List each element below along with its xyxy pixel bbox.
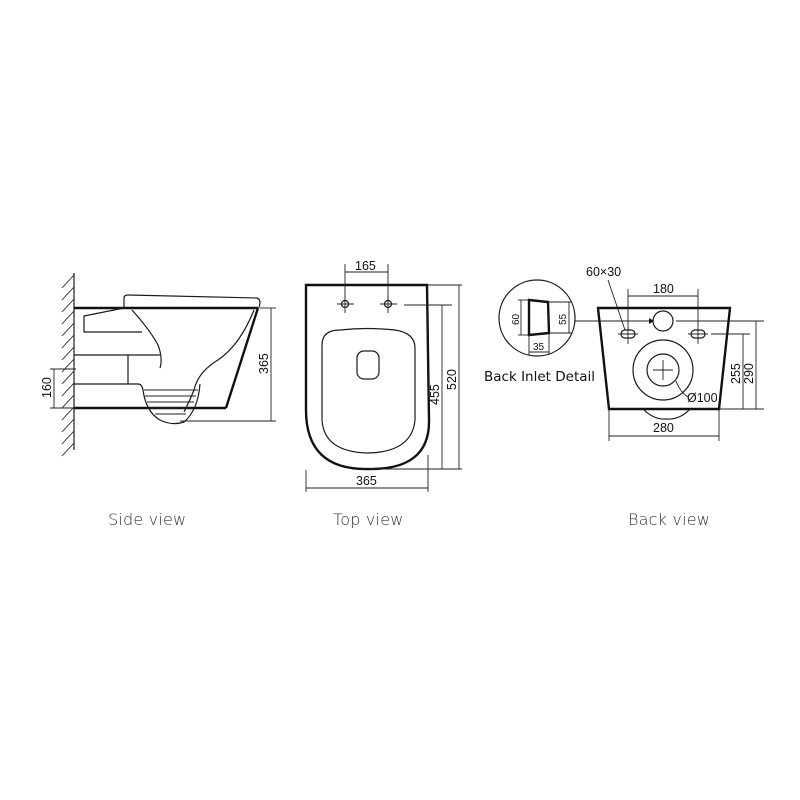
- seat-lid: [123, 294, 261, 309]
- dim-160: 160: [40, 377, 54, 398]
- dim-60-detail: 60: [511, 313, 522, 325]
- leader-arrow-icon: [649, 318, 654, 324]
- bolt-hole-left: [337, 295, 354, 313]
- wall-hatching: [61, 274, 75, 457]
- dim-255: 255: [729, 363, 743, 384]
- dim-35-detail: 35: [533, 342, 545, 353]
- flush-inlet: [83, 307, 142, 333]
- bowl-front-curve: [183, 309, 255, 413]
- rim-channel-curve: [131, 309, 162, 369]
- diameter-leader: [675, 380, 689, 398]
- bolt-hole-right: [380, 295, 397, 313]
- outlet-outer-circle: [632, 339, 694, 401]
- side-view-caption: Side view: [108, 510, 187, 529]
- slot-leader: [607, 279, 626, 331]
- bowl-outline: [304, 283, 431, 471]
- dim-520: 520: [445, 369, 459, 390]
- front-edge: [224, 307, 260, 409]
- dim-365-top: 365: [356, 474, 377, 488]
- trap-outline: [642, 408, 691, 420]
- detail-circle: [498, 279, 576, 357]
- inlet-profile: [527, 298, 551, 337]
- fixing-slot-left: [618, 325, 638, 344]
- dim-diameter-100: Ø100: [687, 391, 718, 405]
- dim-60x30: 60×30: [586, 265, 621, 279]
- top-view-caption: Top view: [333, 510, 404, 529]
- dim-180: 180: [653, 282, 674, 296]
- flush-hole: [356, 350, 380, 380]
- side-view-drawing: 365 160: [40, 273, 276, 457]
- dim-165: 165: [355, 259, 376, 273]
- seat-outline: [321, 327, 416, 454]
- dim-290: 290: [742, 363, 756, 384]
- inlet-circle: [652, 310, 674, 332]
- dim-55-detail: 55: [558, 313, 569, 325]
- back-view-drawing: Ø100 60×30 180 255 290 280: [586, 265, 764, 441]
- dim-280: 280: [653, 421, 674, 435]
- trap-bowl: [137, 383, 201, 425]
- back-inlet-detail-drawing: 60 55 35 Back Inlet Detail: [484, 279, 654, 385]
- dim-365-side: 365: [257, 353, 271, 374]
- dim-455: 455: [428, 384, 442, 405]
- outlet-inner-circle: [646, 353, 680, 387]
- back-inlet-detail-label: Back Inlet Detail: [484, 369, 595, 385]
- fixing-slot-right: [688, 325, 708, 344]
- back-view-caption: Back view: [628, 510, 711, 529]
- trap-hatching: [144, 389, 198, 415]
- top-view-drawing: 165 365 455 520: [304, 259, 462, 492]
